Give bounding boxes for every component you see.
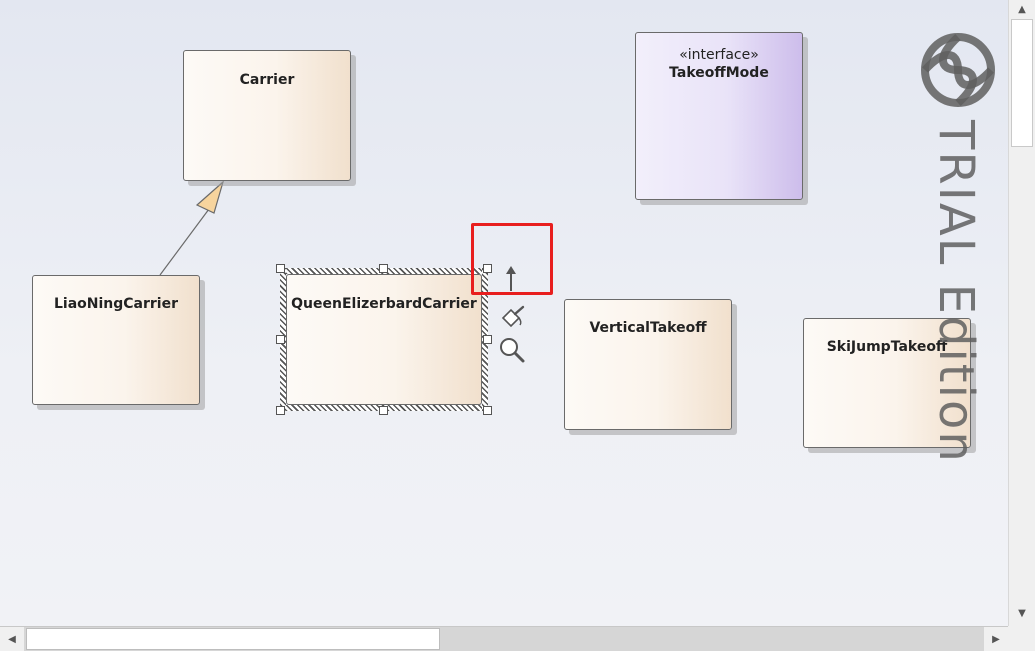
class-name: Carrier [239, 72, 295, 88]
trial-watermark-text: TRIAL Edition [928, 120, 984, 464]
interface-takeoff-mode[interactable]: «interface» TakeoffMode [635, 32, 803, 200]
class-liaoning-carrier[interactable]: LiaoNingCarrier [32, 275, 200, 405]
class-name: SkiJumpTakeoff [826, 339, 948, 355]
resize-handle[interactable] [276, 264, 285, 273]
class-ski-jump-takeoff[interactable]: SkiJumpTakeoff [803, 318, 971, 448]
scroll-right-button[interactable]: ▶ [984, 627, 1008, 651]
generalization-arrowhead [195, 180, 225, 214]
diagram-canvas[interactable]: Carrier LiaoNingCarrier QueenElizerbardC… [0, 0, 1008, 626]
class-name: QueenElizerbardCarrier [291, 296, 477, 312]
vertical-scrollbar[interactable]: ▲ ▼ [1008, 0, 1035, 626]
resize-handle[interactable] [276, 406, 285, 415]
resize-handle[interactable] [379, 406, 388, 415]
scroll-up-button[interactable]: ▲ [1009, 0, 1035, 19]
paint-bucket-icon[interactable] [499, 304, 527, 330]
resize-handle[interactable] [483, 406, 492, 415]
scroll-left-button[interactable]: ◀ [0, 627, 24, 651]
class-name: LiaoNingCarrier [53, 296, 179, 312]
trial-logo-icon [921, 33, 995, 107]
scroll-down-button[interactable]: ▼ [1009, 601, 1035, 625]
class-name: VerticalTakeoff [589, 320, 707, 336]
resize-handle[interactable] [379, 264, 388, 273]
arrow-up-icon[interactable] [500, 264, 522, 292]
horizontal-scroll-thumb[interactable] [26, 628, 440, 650]
class-carrier[interactable]: Carrier [183, 50, 351, 181]
horizontal-scrollbar[interactable]: ◀ ▶ [0, 626, 1008, 651]
resize-handle[interactable] [483, 264, 492, 273]
interface-name: TakeoffMode [669, 65, 769, 81]
generalization-connector[interactable] [0, 0, 1008, 626]
class-queen-elizerbard-carrier[interactable]: QueenElizerbardCarrier [286, 274, 482, 405]
resize-handle[interactable] [276, 335, 285, 344]
interface-stereotype: «interface» [679, 47, 759, 63]
vertical-scroll-thumb[interactable] [1011, 19, 1033, 147]
class-vertical-takeoff[interactable]: VerticalTakeoff [564, 299, 732, 430]
highlight-box [471, 223, 553, 295]
magnifier-icon[interactable] [498, 336, 526, 364]
scrollbar-corner [1008, 626, 1035, 651]
resize-handle[interactable] [483, 335, 492, 344]
